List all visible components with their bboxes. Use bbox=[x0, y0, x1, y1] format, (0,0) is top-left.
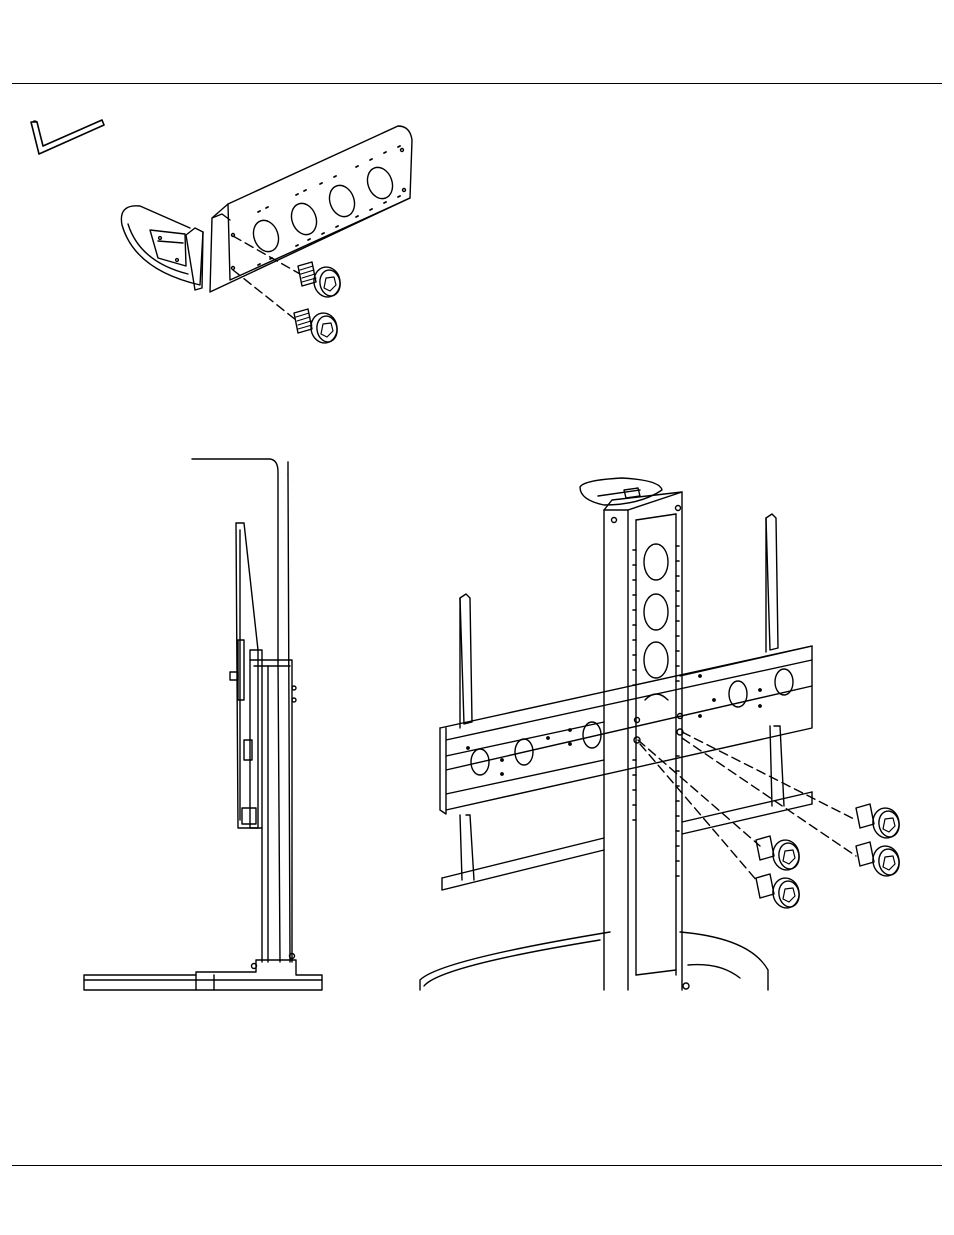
socket-screw-icon bbox=[294, 309, 339, 345]
bracket-plate-icon bbox=[210, 126, 412, 320]
socket-screw-icon bbox=[756, 874, 801, 910]
socket-screw-icon bbox=[856, 804, 901, 840]
hex-key-icon bbox=[31, 120, 104, 154]
side-view-stand bbox=[84, 459, 322, 990]
mounting-bracket-icon bbox=[121, 206, 203, 290]
socket-screw-icon bbox=[856, 842, 901, 878]
front-view-stand bbox=[420, 478, 856, 990]
socket-screw-icon bbox=[298, 262, 342, 299]
socket-screw-icon bbox=[756, 836, 801, 872]
